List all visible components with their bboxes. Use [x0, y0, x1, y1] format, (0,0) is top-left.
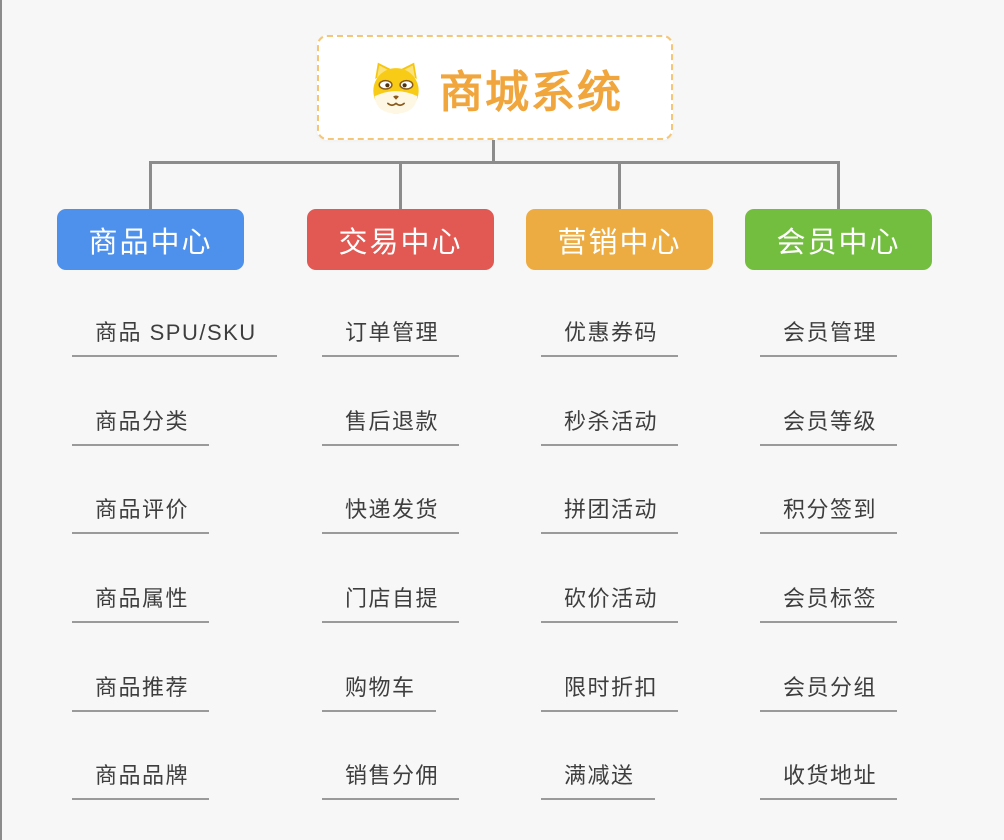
- leaf-topic[interactable]: 订单管理: [322, 320, 460, 357]
- leaf-topic[interactable]: 限时折扣: [541, 675, 679, 712]
- leaf-topic[interactable]: 会员标签: [760, 586, 898, 623]
- leaf-topic[interactable]: 收货地址: [760, 763, 898, 801]
- branch-label: 会员中心: [776, 226, 901, 259]
- leaf-topic[interactable]: 商品推荐: [72, 675, 210, 712]
- leaf-topic[interactable]: 商品评价: [72, 497, 210, 535]
- branch-node[interactable]: 营销中心: [526, 209, 713, 270]
- leaf-topic[interactable]: 秒杀活动: [541, 409, 679, 446]
- branch-bus-connector: [149, 161, 840, 164]
- root-stem-connector: [492, 140, 495, 164]
- branch-node[interactable]: 会员中心: [745, 209, 932, 270]
- leaf-topic[interactable]: 销售分佣: [322, 763, 460, 801]
- branch-drop-connector: [618, 161, 621, 209]
- leaf-topic[interactable]: 售后退款: [322, 409, 460, 446]
- branch-label: 营销中心: [557, 226, 682, 259]
- leaf-topic[interactable]: 商品品牌: [72, 763, 210, 801]
- branch-drop-connector: [399, 161, 402, 209]
- leaf-topic[interactable]: 商品属性: [72, 586, 210, 623]
- leaf-topic[interactable]: 快递发货: [322, 497, 460, 535]
- leaf-topic[interactable]: 会员管理: [760, 320, 898, 357]
- root-node[interactable]: 商城系统: [317, 35, 673, 140]
- branch-spine-connector: [0, 0, 2, 531]
- branch-node[interactable]: 交易中心: [307, 209, 494, 270]
- branch-drop-connector: [837, 161, 840, 209]
- leaf-topic[interactable]: 会员分组: [760, 675, 898, 712]
- leaf-topic[interactable]: 门店自提: [322, 586, 460, 623]
- root-title: 商城系统: [439, 67, 623, 117]
- leaf-topic[interactable]: 购物车: [322, 675, 436, 712]
- branch-drop-connector: [149, 161, 152, 209]
- leaf-topic[interactable]: 砍价活动: [541, 586, 679, 623]
- dog-face-icon: [367, 59, 425, 117]
- leaf-topic[interactable]: 商品分类: [72, 409, 210, 446]
- branch-spine-connector: [0, 531, 2, 840]
- branch-label: 交易中心: [338, 226, 463, 259]
- leaf-topic[interactable]: 满减送: [541, 763, 655, 801]
- leaf-topic[interactable]: 会员等级: [760, 409, 898, 446]
- leaf-topic[interactable]: 积分签到: [760, 497, 898, 535]
- leaf-topic[interactable]: 商品 SPU/SKU: [72, 320, 277, 357]
- branch-node[interactable]: 商品中心: [57, 209, 244, 270]
- branch-label: 商品中心: [88, 226, 213, 259]
- leaf-topic[interactable]: 拼团活动: [541, 497, 679, 535]
- leaf-topic[interactable]: 优惠券码: [541, 320, 679, 357]
